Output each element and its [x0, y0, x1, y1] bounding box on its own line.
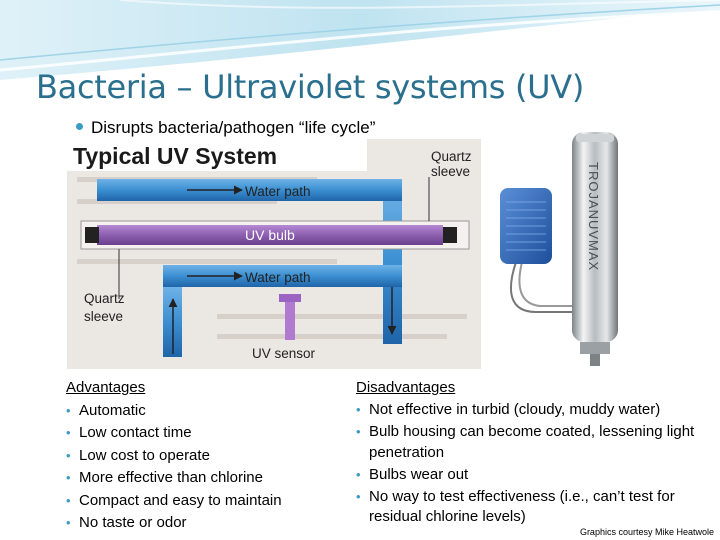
water-path-bottom — [163, 265, 402, 287]
label-quartz-sleeve-bottom-1: Quartz — [84, 291, 125, 306]
label-quartz-sleeve-top-1: Quartz — [431, 149, 472, 164]
uv-sensor-cap — [279, 294, 301, 302]
label-uv-bulb: UV bulb — [245, 227, 295, 243]
uv-device-photo: TROJANUVMAX — [500, 132, 618, 366]
advantages-list: Automatic Low contact time Low cost to o… — [66, 400, 336, 535]
disadvantage-item: Bulb housing can become coated, lessenin… — [356, 422, 716, 463]
diagram-heading-bg — [67, 139, 367, 171]
bulb-end-cap-right — [443, 227, 457, 243]
header-swoosh-decoration — [0, 0, 720, 80]
label-water-path-bottom: Water path — [245, 270, 311, 285]
disadvantages-header: Disadvantages — [356, 379, 456, 396]
chamber-cap — [576, 134, 614, 142]
advantage-item: Compact and easy to maintain — [66, 490, 336, 513]
disadvantages-list: Not effective in turbid (cloudy, muddy w… — [356, 400, 716, 528]
power-cord — [509, 261, 576, 313]
power-cord-2 — [518, 261, 576, 307]
bulb-end-cap-left — [85, 227, 99, 243]
slide-title: Bacteria – Ultraviolet systems (UV) — [36, 68, 585, 106]
disadvantage-item: No way to test effectiveness (i.e., can’… — [356, 487, 716, 528]
label-water-path-top: Water path — [245, 184, 311, 199]
chamber-base — [580, 342, 610, 354]
main-bullet: Disrupts bacteria/pathogen “life cycle” — [76, 118, 375, 138]
advantages-header: Advantages — [66, 379, 146, 396]
advantage-item: Low cost to operate — [66, 445, 336, 468]
uv-sensor — [285, 302, 295, 340]
advantages-section: Advantages Automatic Low contact time Lo… — [66, 378, 336, 535]
advantage-item: More effective than chlorine — [66, 467, 336, 490]
device-brand-text: TROJANUVMAX — [586, 162, 601, 271]
main-bullet-text: Disrupts bacteria/pathogen “life cycle” — [91, 118, 376, 137]
label-uv-sensor: UV sensor — [252, 346, 316, 361]
uv-system-diagram: Typical UV System Water path Water path … — [67, 139, 481, 369]
advantage-item: Automatic — [66, 400, 336, 423]
disadvantage-item: Not effective in turbid (cloudy, muddy w… — [356, 400, 716, 421]
graphics-credit: Graphics courtesy Mike Heatwole — [579, 527, 714, 537]
chamber-drain — [590, 354, 600, 366]
disadvantages-section: Disadvantages Not effective in turbid (c… — [356, 378, 716, 530]
label-quartz-sleeve-bottom-2: sleeve — [84, 309, 123, 324]
disadvantage-item: Bulbs wear out — [356, 465, 716, 486]
outlet-pipe — [383, 184, 402, 344]
uv-bulb — [97, 225, 443, 245]
water-path-top — [97, 179, 402, 201]
bullet-dot-icon — [76, 123, 83, 131]
label-quartz-sleeve-top-2: sleeve — [431, 164, 470, 179]
advantage-item: No taste or odor — [66, 512, 336, 535]
advantage-item: Low contact time — [66, 422, 336, 445]
diagram-heading: Typical UV System — [73, 143, 277, 169]
steel-chamber — [572, 132, 618, 342]
